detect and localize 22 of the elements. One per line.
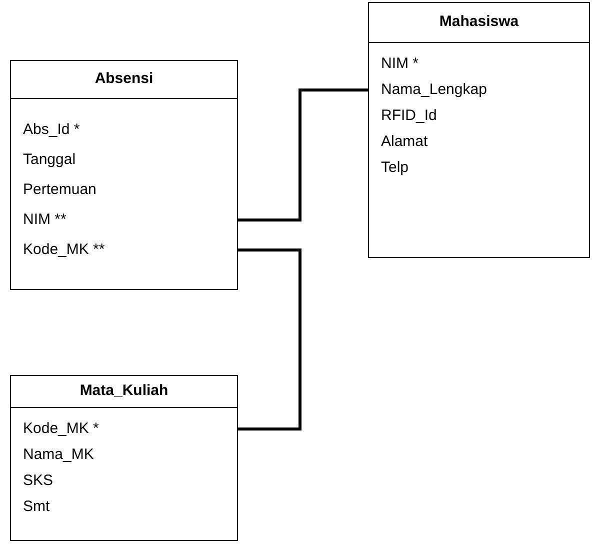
field-name: Kode_MK * [23,418,99,439]
table-title: Mahasiswa [439,12,519,32]
field-name: Smt [23,496,50,517]
field-name: Nama_Lengkap [381,80,487,100]
field-name: Tanggal [23,150,76,170]
entity-table [10,375,238,541]
table-title: Absensi [94,69,154,90]
connector-line [238,88,368,222]
entity-table [10,60,238,290]
field-name: NIM * [381,54,418,74]
field-name: Telp [381,158,409,178]
field-name: Nama_MK [23,444,94,465]
connector-line [238,248,302,430]
field-name: NIM ** [23,210,66,230]
field-name: Pertemuan [23,180,96,200]
field-name: Alamat [381,132,428,152]
field-name: Kode_MK ** [23,240,105,260]
field-name: SKS [23,470,54,491]
entity-table [368,2,590,258]
field-name: RFID_Id [381,106,437,126]
field-name: Abs_Id * [23,120,80,140]
table-title: Mata_Kuliah [80,381,168,402]
